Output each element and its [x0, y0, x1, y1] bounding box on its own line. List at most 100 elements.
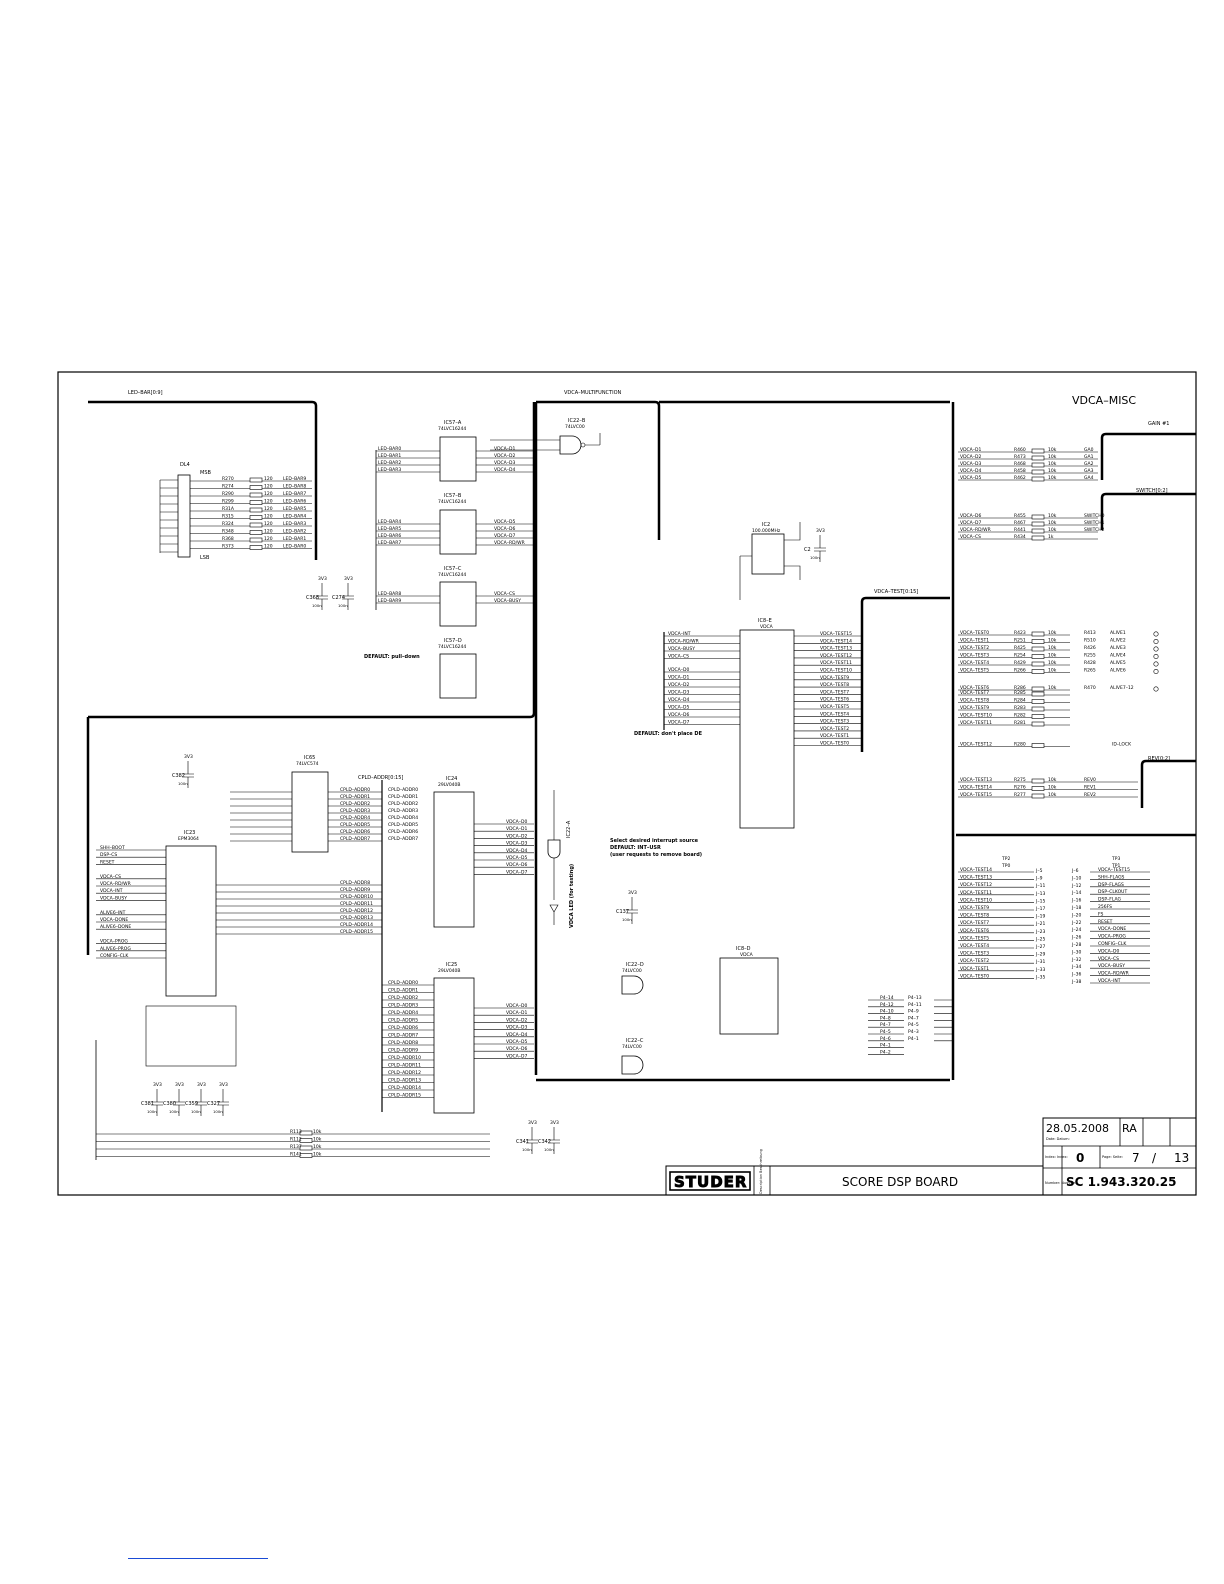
- flash-data-net: VDCA–D3: [506, 1025, 527, 1031]
- res-row-net: VDCA–TEST11: [960, 720, 992, 726]
- buffer-input-net: LED–BAR7: [378, 540, 401, 546]
- gain-bus-label: GAIN #1: [1148, 421, 1169, 427]
- capacitor-ref: C327: [207, 1101, 220, 1107]
- ic22b-part: 74LVC00: [565, 424, 585, 430]
- offpage-connector: [1153, 638, 1159, 644]
- connector-pin: J–28: [1071, 942, 1081, 948]
- buffer-input-net: LED–BAR4: [378, 519, 401, 525]
- capacitor-value: 100n: [178, 781, 188, 786]
- res-row-ref: R468: [1014, 461, 1026, 467]
- res-row-value: 10k: [1048, 653, 1057, 659]
- vdca-test-bus-label: VDCA–TEST[0:15]: [874, 589, 918, 595]
- power-3v3-label: 3V3: [318, 576, 327, 582]
- wire: [548, 1127, 560, 1154]
- resistor-body: [1031, 514, 1045, 520]
- connector-pin: J–5: [1035, 868, 1043, 874]
- p4-left-label: P4–6: [880, 1036, 891, 1042]
- ic22b-ref: IC22–B: [568, 418, 586, 424]
- cpld-addr-bus-label: CPLD–ADDR[0:15]: [358, 775, 403, 781]
- connector-left-net: VDCA–TEST0: [960, 973, 989, 979]
- connector-pin: J–12: [1071, 883, 1081, 889]
- sheet-frame: [57, 371, 1197, 1196]
- decoupling-caps-top: 3V3C368100n3V3C274100n3V3C382100n3V3C210…: [172, 528, 826, 788]
- ic25-ref: IC25: [446, 962, 457, 968]
- connector-right-net: VDCA–INT: [1098, 978, 1121, 984]
- res-row-ref2: R413: [1084, 630, 1096, 636]
- flash-data-net: VDCA–D6: [506, 862, 527, 868]
- res-row-ref: R285: [1014, 690, 1026, 696]
- ic22d-ref: IC22–D: [626, 962, 644, 968]
- p4-left-label: P4–2: [880, 1049, 891, 1055]
- title-page-sep: /: [1152, 1151, 1157, 1165]
- capacitor-ref: C2: [804, 547, 811, 553]
- footer-link-underline[interactable]: [128, 1558, 268, 1559]
- res-row-ref: R286: [1014, 685, 1026, 691]
- flash2-addr-net: CPLD–ADDR8: [388, 1040, 418, 1046]
- title-index: 0: [1076, 1151, 1084, 1165]
- cpld-addr-net: CPLD–ADDR15: [340, 929, 373, 935]
- cpld-addr-net: CPLD–ADDR11: [340, 901, 373, 907]
- title-number-label: Number: Nummer:: [1045, 1181, 1078, 1185]
- resistor-value: 120: [264, 536, 273, 542]
- vdca-left-net: VDCA–D4: [668, 697, 689, 703]
- connector-pin: J–30: [1071, 949, 1081, 955]
- vdca-right-net: VDCA–TEST5: [820, 704, 849, 710]
- cpld-addr-net: CPLD–ADDR6: [340, 829, 370, 835]
- resistor-body: [1031, 661, 1045, 667]
- ic25-part: 29LV040B: [438, 968, 461, 974]
- ic23-part: EPM3064: [178, 836, 199, 842]
- res-row-value: 10k: [1048, 685, 1057, 691]
- connector-right-net: VDCA–DONE: [1098, 926, 1126, 932]
- resistor-body: [249, 545, 263, 550]
- flash-data-net: VDCA–D7: [506, 869, 527, 875]
- connector-pin: J–38: [1071, 979, 1081, 985]
- resistor-ref: R31A: [222, 506, 235, 512]
- resistor-value: 120: [264, 521, 273, 527]
- capacitor-value: 100n: [213, 1109, 223, 1114]
- flash-data-net: VDCA–D4: [506, 1032, 527, 1038]
- ic24-ref: IC24: [446, 776, 457, 782]
- res-row-ref2: R428: [1084, 660, 1096, 666]
- resistor-ref: R324: [222, 521, 234, 527]
- res-row-out: REV2: [1084, 792, 1096, 798]
- buffer-output-net: VDCA–D1: [494, 446, 515, 452]
- led-net-label: LED–BAR0: [283, 544, 306, 550]
- ic23-net: VDCA–CS: [100, 874, 121, 880]
- connector-right-net: FS: [1098, 911, 1104, 917]
- res-row-out: REV1: [1084, 785, 1096, 791]
- connector-right-net: CONFIG–CLK: [1098, 941, 1127, 947]
- ic8e-ref: IC8–E: [758, 618, 772, 624]
- resistor-body: [299, 1130, 313, 1136]
- ic57c-part: 74LVC16244: [438, 572, 466, 578]
- vdca-right-net: VDCA–TEST4: [820, 711, 849, 717]
- vdca-left-net: VDCA–CS: [668, 654, 689, 660]
- p4-left-label: P4–14: [880, 995, 894, 1001]
- res-row-value: 10k: [1048, 785, 1057, 791]
- vdca-left-net: VDCA–D5: [668, 705, 689, 711]
- led-msb-label: MSB: [200, 470, 211, 476]
- res-row-value: 10k: [1048, 461, 1057, 467]
- connector-pin: J–29: [1035, 952, 1045, 958]
- res-row-net: VDCA–D3: [960, 461, 981, 467]
- vdca-right-net: VDCA–TEST14: [820, 638, 852, 644]
- vdca-right-net: VDCA–TEST2: [820, 726, 849, 732]
- led-net-label: LED–BAR2: [283, 529, 306, 535]
- res-row-value: 10k: [1048, 645, 1057, 651]
- res-row-out: SWITCH1: [1084, 520, 1105, 526]
- connector-pin: J–23: [1035, 929, 1045, 935]
- res-row-ref: R284: [1014, 698, 1026, 704]
- connector-pin: J–26: [1071, 935, 1081, 941]
- flash-data-net: VDCA–D1: [506, 826, 527, 832]
- title-description: SCORE DSP BOARD: [842, 1175, 958, 1189]
- resistor-body: [249, 522, 263, 528]
- alive-net: ALIVE1: [1110, 630, 1126, 636]
- res-row-net: VDCA–TEST3: [960, 653, 989, 659]
- connector-pin: J–16: [1071, 898, 1081, 904]
- flash2-addr-net: CPLD–ADDR9: [388, 1048, 418, 1054]
- resistor-body: [1031, 778, 1045, 784]
- ic65-ref: IC65: [304, 755, 315, 761]
- capacitor-ref: C380: [163, 1101, 176, 1107]
- buffer-output-net: VDCA–D2: [494, 453, 515, 459]
- vdca-left-net: VDCA–D6: [668, 712, 689, 718]
